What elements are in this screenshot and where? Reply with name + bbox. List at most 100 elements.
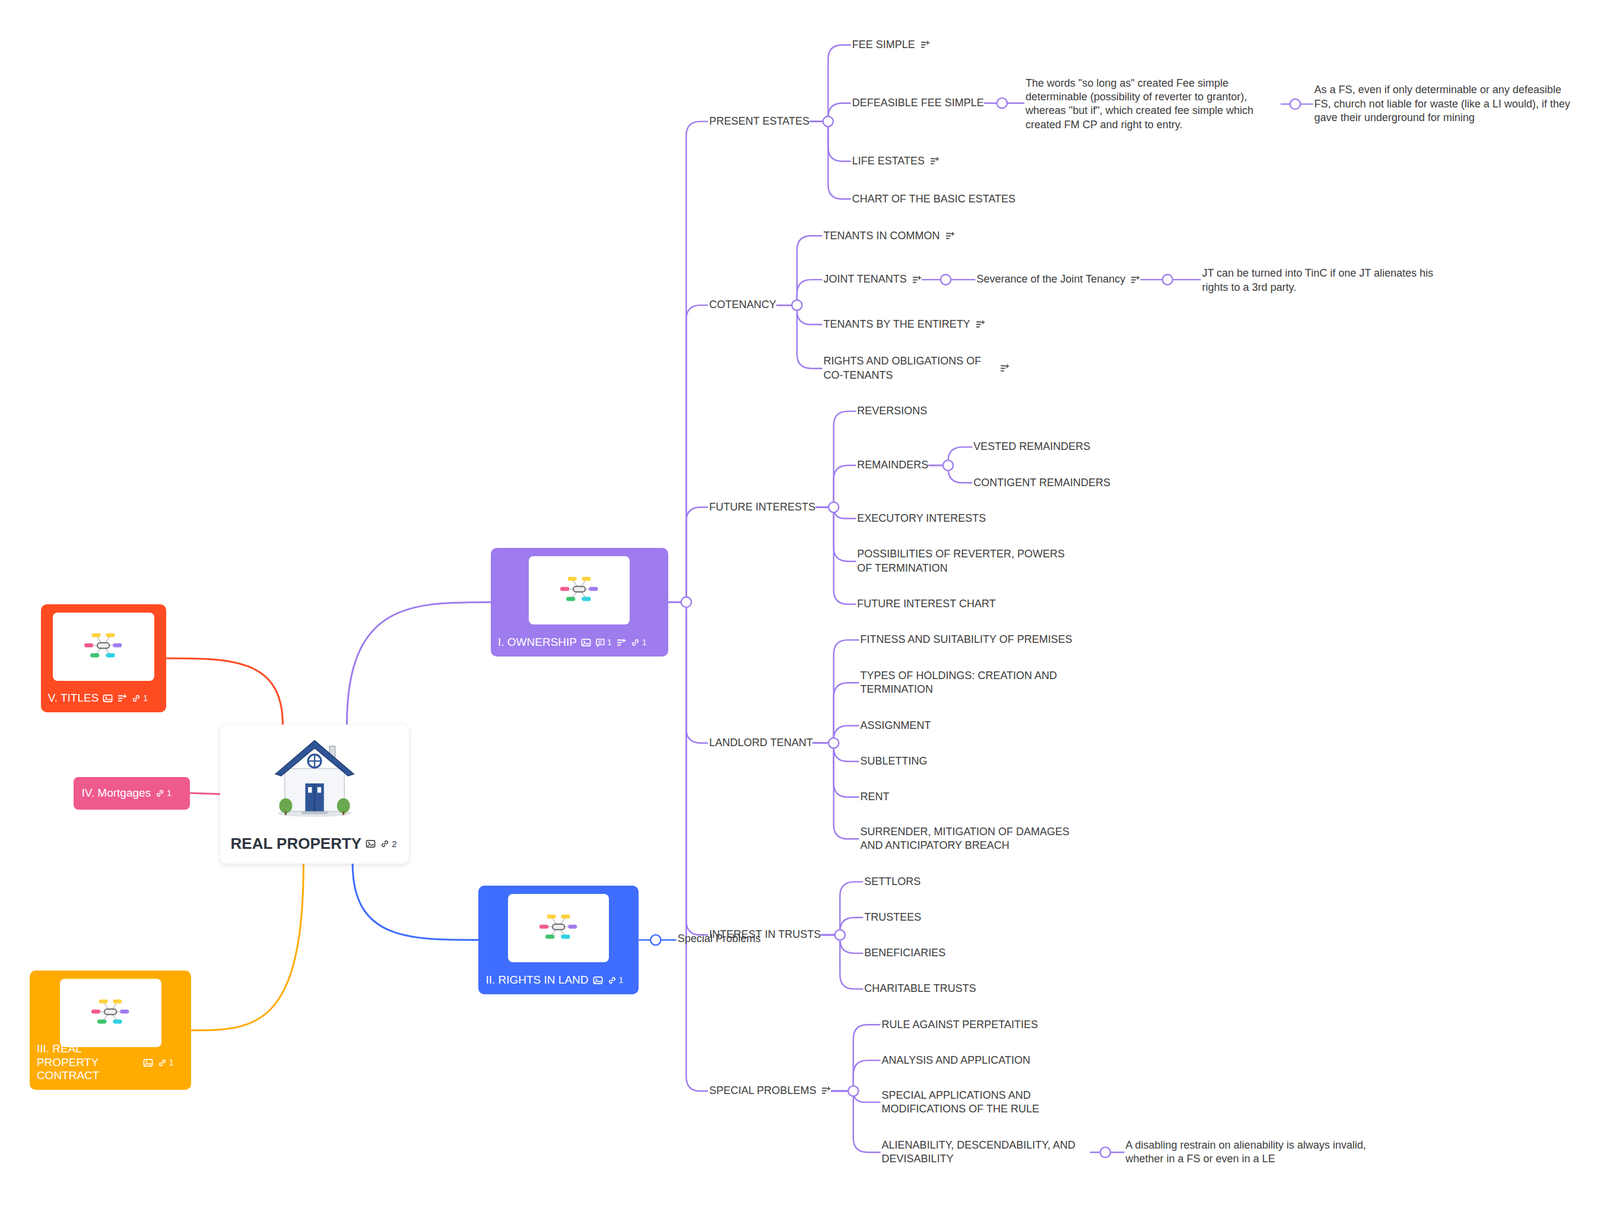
topic-label: Special Problems (677, 931, 761, 946)
junction-dot (848, 1085, 859, 1096)
image-icon (143, 1057, 154, 1068)
topic-label: POSSIBILITIES OF REVERTER, POWERS OF TER… (856, 547, 1068, 576)
subtopic: ALIENABILITY, DESCENDABILITY, AND DEVISA… (881, 1138, 1091, 1167)
topic-label: LANDLORD TENANT (709, 735, 814, 750)
topic-label: JT can be turned into TinC if one JT ali… (1201, 266, 1459, 295)
topic-label: PRESENT ESTATES (709, 114, 810, 129)
subtopic: LIFE ESTATES (852, 154, 940, 168)
topic-label: TENANTS IN COMMON (823, 229, 941, 243)
branch-connector (815, 465, 856, 508)
topic-label-row: V. TITLES1 (48, 691, 148, 706)
note-icon (999, 363, 1010, 374)
topic-label: FUTURE INTEREST CHART (856, 597, 996, 611)
subtopic: SETTLORS (864, 874, 921, 889)
branch-connector (815, 507, 856, 605)
subtopic: SUBLETTING (859, 754, 928, 768)
branch-connector (830, 1024, 881, 1091)
count-number: 1 (169, 1057, 174, 1068)
branch-connector (815, 411, 856, 508)
note-topic: A disabling restrain on alienability is … (1125, 1138, 1390, 1167)
topic-label-row: II. RIGHTS IN LAND1 (485, 973, 624, 987)
topic-label: ALIENABILITY, DESCENDABILITY, AND DEVISA… (881, 1138, 1091, 1167)
thumbnail-image (52, 612, 154, 681)
subtopic: ASSIGNMENT (859, 718, 931, 733)
branch-connector (668, 601, 709, 743)
note-icon (616, 637, 627, 648)
subtopic: POSSIBILITIES OF REVERTER, POWERS OF TER… (856, 547, 1068, 576)
topic-label: V. TITLES (48, 691, 100, 706)
subtopic: REVERSIONS (856, 404, 928, 418)
subtopic: PRESENT ESTATES (709, 114, 810, 129)
branch-connector (809, 45, 852, 122)
branch-connector (668, 507, 709, 603)
subtopic: TENANTS BY THE ENTIRETY (823, 317, 986, 332)
branch-connector (347, 601, 492, 725)
topic-label: RULE AGAINST PERPETAITIES (881, 1017, 1038, 1032)
branch-connector (820, 934, 863, 989)
topic-label: CONTIGENT REMAINDERS (973, 475, 1111, 490)
image-icon (365, 838, 376, 849)
topic-label: Severance of the Joint Tenancy (976, 272, 1126, 287)
topic-label: EXECUTORY INTERESTS (856, 511, 986, 526)
note-icon (820, 1085, 831, 1096)
junction-dot (943, 459, 954, 471)
branch-connector (668, 305, 709, 602)
link-icon (154, 788, 165, 799)
branch-connector (815, 507, 856, 562)
junction-dot (681, 597, 692, 608)
branch-connector (668, 601, 709, 1091)
topic-label: RENT (859, 789, 890, 804)
topic-label: DEFEASIBLE FEE SIMPLE (852, 96, 984, 110)
topic-label: SPECIAL APPLICATIONS AND MODIFICATIONS O… (881, 1088, 1048, 1117)
main-branch-box: II. RIGHTS IN LAND1 (478, 885, 639, 994)
branch-connector (820, 881, 863, 935)
count-number: 1 (607, 637, 612, 648)
link-icon (157, 1057, 168, 1068)
branch-connector (813, 682, 860, 743)
topic-label: CHART OF THE BASIC ESTATES (852, 192, 1016, 206)
junction-dot (650, 934, 661, 945)
link-icon (607, 975, 618, 986)
subtopic: Severance of the Joint Tenancy (976, 272, 1141, 287)
topic-label: TYPES OF HOLDINGS: CREATION AND TERMINAT… (859, 668, 1071, 697)
topic-label: TRUSTEES (864, 910, 922, 925)
subtopic: FUTURE INTERESTS (709, 500, 816, 514)
subtopic: TRUSTEES (864, 910, 922, 925)
branch-connector (191, 863, 304, 1031)
topic-label: REMAINDERS (856, 458, 929, 472)
subtopic: CHART OF THE BASIC ESTATES (852, 192, 1016, 206)
topic-label: A disabling restrain on alienability is … (1125, 1138, 1390, 1167)
subtopic: Special Problems (677, 931, 761, 946)
note-topic: The words "so long as" created Fee simpl… (1025, 76, 1281, 133)
count-number: 1 (642, 637, 647, 648)
main-branch-box: I. OWNERSHIP11 (490, 547, 669, 656)
topic-label: IV. Mortgages (81, 786, 152, 800)
topic-label-row: REAL PROPERTY2 (230, 834, 398, 853)
subtopic: SPECIAL APPLICATIONS AND MODIFICATIONS O… (881, 1088, 1048, 1117)
junction-dot (1290, 99, 1301, 110)
subtopic: FUTURE INTEREST CHART (856, 597, 996, 611)
link-icon (379, 838, 390, 849)
subtopic: FITNESS AND SUITABILITY OF PREMISES (859, 632, 1072, 647)
central-topic: REAL PROPERTY2 (220, 724, 409, 864)
image-icon (102, 693, 113, 704)
topic-label: FUTURE INTERESTS (709, 500, 816, 514)
link-icon (630, 637, 641, 648)
note-icon (116, 693, 128, 704)
branch-connector (813, 639, 860, 744)
topic-label: REAL PROPERTY (230, 834, 363, 853)
junction-dot (940, 274, 951, 285)
note-icon (944, 230, 955, 241)
subtopic: LANDLORD TENANT (709, 735, 814, 750)
subtopic: COTENANCY (709, 297, 777, 312)
house-illustration (267, 732, 362, 819)
link-icon (131, 693, 142, 704)
subtopic: RENT (859, 789, 890, 804)
topic-label: BENEFICIARIES (864, 945, 946, 960)
note-topic: JT can be turned into TinC if one JT ali… (1201, 266, 1459, 295)
thumbnail-image (528, 556, 630, 625)
subtopic: CONTIGENT REMAINDERS (973, 475, 1111, 490)
junction-dot (1162, 274, 1173, 285)
image-icon (592, 975, 603, 986)
subtopic: ANALYSIS AND APPLICATION (881, 1053, 1031, 1068)
